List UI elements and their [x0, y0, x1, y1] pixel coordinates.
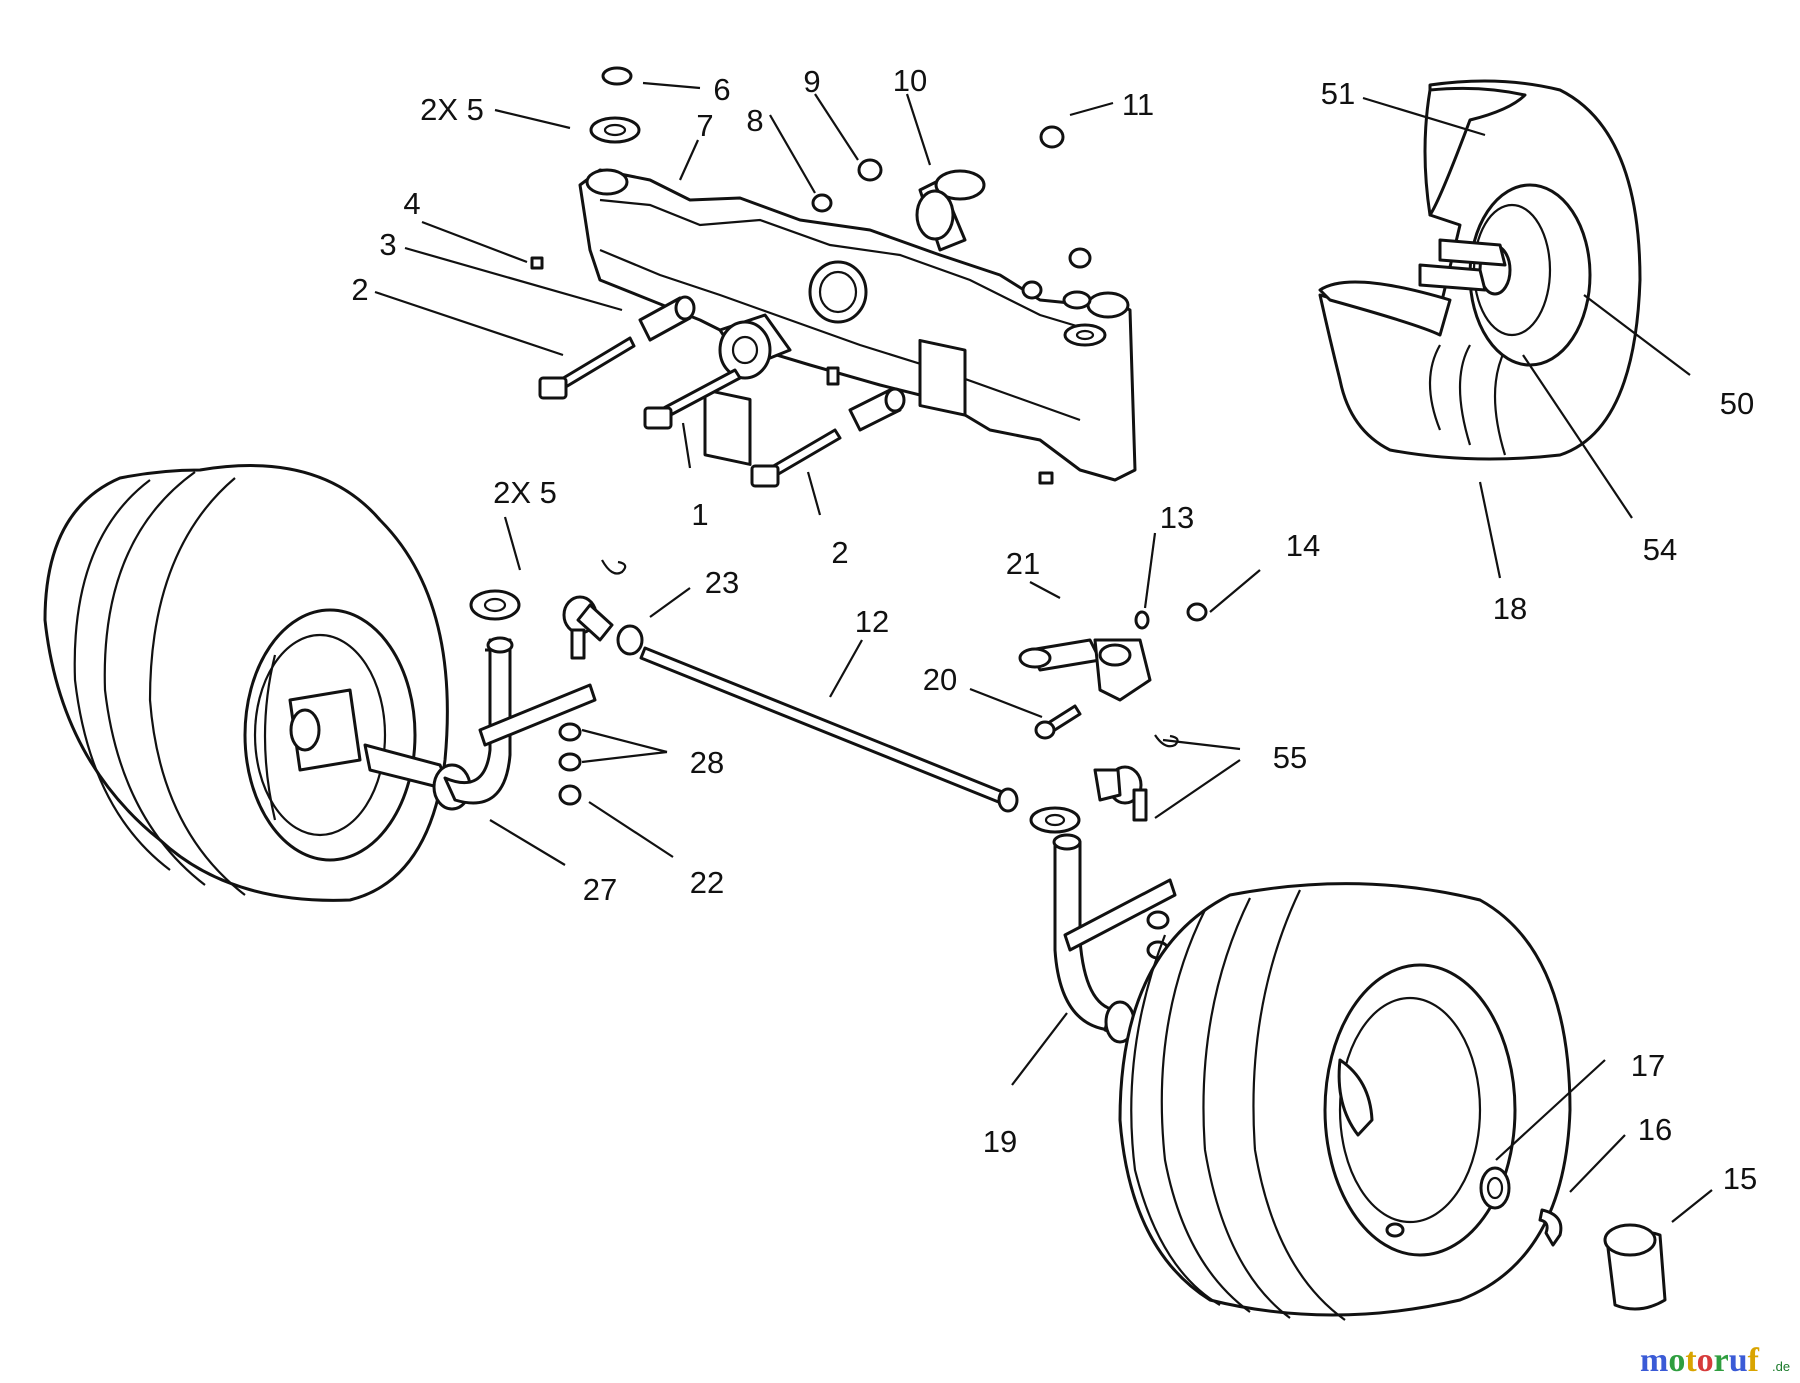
- callout-19: 19: [983, 1124, 1017, 1159]
- ball-joint-left: [562, 595, 614, 660]
- callout-7: 7: [696, 108, 713, 143]
- callout-51: 51: [1321, 76, 1355, 111]
- callout-55: 55: [1273, 740, 1307, 775]
- leader-lines: [374, 81, 1713, 1223]
- axle-beam: [578, 168, 1137, 482]
- callout-14: 14: [1286, 528, 1320, 563]
- callout-54: 54: [1643, 532, 1677, 567]
- callout-1: 1: [691, 497, 708, 532]
- callout-2-lower: 2: [831, 535, 848, 570]
- right-wheel: [1118, 882, 1572, 1321]
- grease-fitting-center: [826, 366, 840, 386]
- callout-4: 4: [403, 186, 420, 221]
- callout-labels: 1 2 2 3 4 2X 5 2X 5 6 7 8 9 10 11 12 13 …: [351, 63, 1757, 1196]
- cotter-pin-left: [601, 559, 627, 575]
- callout-27: 27: [583, 872, 617, 907]
- left-wheel: [43, 464, 449, 902]
- callout-18: 18: [1493, 591, 1527, 626]
- callout-3: 3: [379, 227, 396, 262]
- e-clip-right: [1062, 290, 1092, 310]
- callout-5-left: 2X 5: [493, 475, 557, 510]
- callout-50: 50: [1720, 386, 1754, 421]
- nut-14: [1186, 602, 1208, 622]
- pivot-bushing: [718, 313, 792, 380]
- spacer-tube-right: [848, 387, 906, 432]
- washer-left-spindle: [469, 589, 521, 621]
- washer-28b: [558, 752, 582, 772]
- washer-top: [589, 116, 641, 144]
- nut-22: [558, 784, 582, 806]
- callout-15: 15: [1723, 1161, 1757, 1196]
- callout-28: 28: [690, 745, 724, 780]
- callout-22: 22: [690, 865, 724, 900]
- steering-arm: [1018, 638, 1152, 702]
- washer-28a: [558, 722, 582, 742]
- watermark-logo: motoruf .de: [1640, 1342, 1790, 1379]
- callout-5-top: 2X 5: [420, 92, 484, 127]
- callout-21: 21: [1006, 546, 1040, 581]
- clip-13: [1134, 610, 1150, 630]
- nut-11: [1039, 125, 1065, 149]
- bearing-17: [1479, 1166, 1511, 1210]
- hub-cap-15: [1603, 1223, 1667, 1311]
- washer-right-spindle: [1029, 806, 1081, 834]
- bushing-10: [915, 169, 986, 252]
- grease-fitting-4: [530, 256, 544, 270]
- spacer-tube-left: [638, 295, 696, 342]
- callout-10: 10: [893, 63, 927, 98]
- nut-right-b: [1021, 280, 1043, 300]
- nut-right-a: [1068, 247, 1092, 269]
- callout-16: 16: [1638, 1112, 1672, 1147]
- callout-11: 11: [1122, 87, 1154, 122]
- cotter-pin-right: [1154, 734, 1179, 748]
- callout-23: 23: [705, 565, 739, 600]
- grease-fitting-lower: [1038, 471, 1054, 485]
- washer-right: [1063, 323, 1107, 347]
- spindle-left: [363, 636, 597, 811]
- callout-20: 20: [923, 662, 957, 697]
- callout-6: 6: [713, 72, 730, 107]
- bolt-lower: [750, 428, 842, 488]
- bolt-left: [538, 336, 636, 400]
- bolt-center: [643, 368, 742, 430]
- tire-cutaway: [1318, 79, 1642, 461]
- callout-13: 13: [1160, 500, 1194, 535]
- callout-2-upper: 2: [351, 272, 368, 307]
- jam-nut-23: [616, 624, 644, 656]
- tie-rod: [639, 646, 1019, 813]
- watermark-suffix: .de: [1772, 1359, 1790, 1374]
- nut-9: [857, 158, 883, 182]
- nut-8: [811, 193, 833, 213]
- e-clip-top: [601, 66, 633, 86]
- ball-joint-right: [1093, 765, 1148, 822]
- callout-8: 8: [746, 103, 763, 138]
- callout-9: 9: [803, 64, 820, 99]
- callout-12: 12: [855, 604, 889, 639]
- bolt-20: [1034, 704, 1082, 740]
- watermark-brand: motoruf: [1640, 1342, 1760, 1379]
- e-clip-16: [1538, 1208, 1563, 1247]
- callout-17: 17: [1631, 1048, 1665, 1083]
- washer-right-a: [1146, 910, 1170, 930]
